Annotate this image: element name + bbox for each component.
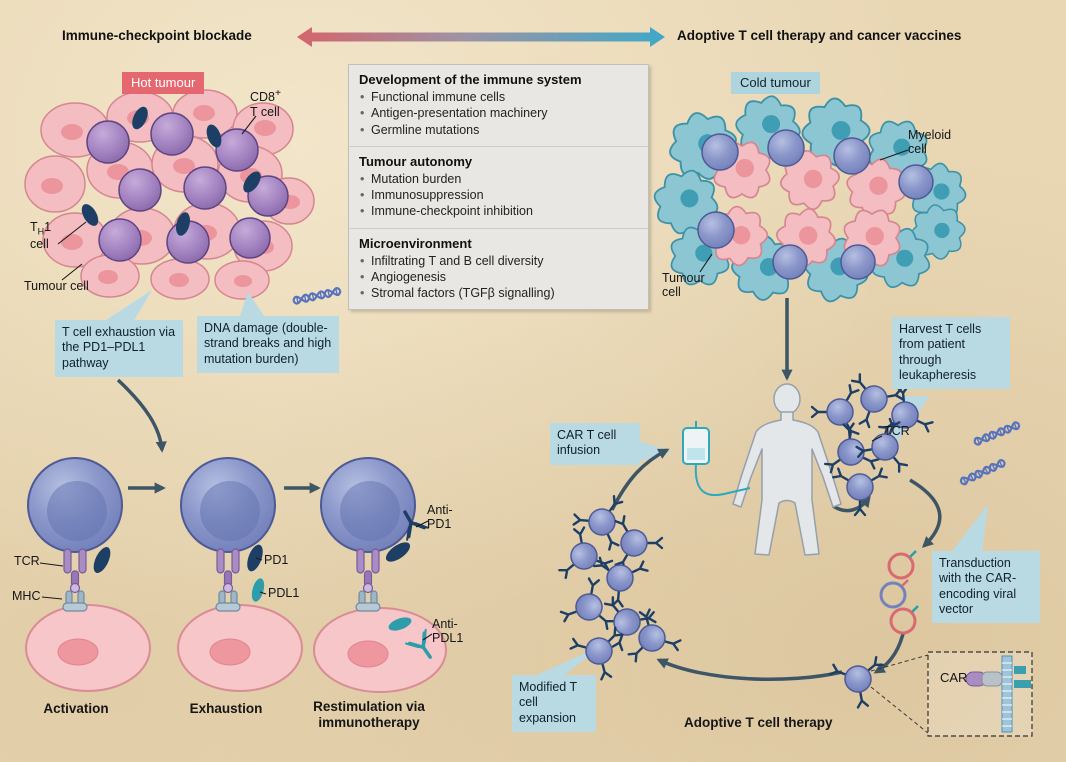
membrane (1001, 655, 1013, 733)
label-pointers (39, 115, 909, 641)
section-title-left: Immune-checkpoint blockade (62, 28, 252, 43)
tcr-stage-label: TCR (14, 554, 40, 568)
bullet-item: Infiltrating T and B cell diversity (359, 253, 638, 270)
panel-section-autonomy: Tumour autonomy Mutation burden Immunosu… (349, 145, 648, 228)
adoptive-therapy-label: Adoptive T cell therapy (684, 715, 833, 730)
pd1-receptor (93, 547, 111, 573)
immune-factors-panel: Development of the immune system Functio… (348, 64, 649, 311)
section-heading: Microenvironment (359, 235, 472, 251)
hot-tumour-tag: Hot tumour (122, 72, 205, 94)
stage-label-activation: Activation (43, 701, 109, 716)
stage-label-exhaustion: Exhaustion (189, 701, 263, 716)
bullet-item: Germline mutations (359, 122, 638, 139)
exhaustion-callout: T cell exhaustion via the PD1–PDL1 pathw… (55, 320, 183, 377)
pdl1-ligand (388, 617, 412, 631)
pdl1-ligand (251, 578, 265, 602)
bullet-item: Immune-checkpoint inhibition (359, 203, 638, 220)
spectrum-arrow (297, 27, 665, 47)
car-signalling-domain (1014, 680, 1031, 688)
expanded-car-t-cells (545, 488, 681, 683)
th1-cells (81, 106, 261, 236)
panel-section-microenvironment: Microenvironment Infiltrating T and B ce… (349, 227, 648, 310)
patient-figure (732, 383, 842, 556)
flow-arrows (116, 298, 942, 681)
th1-cell-label: TH1 cell (30, 220, 52, 251)
transduction-callout: Transduction with the CAR-encoding viral… (932, 551, 1040, 623)
harvest-callout: Harvest T cells from patient through leu… (892, 317, 1010, 389)
section-heading: Development of the immune system (359, 72, 582, 87)
bullet-item: Immunosuppression (359, 187, 638, 204)
tumour-cell-label-left: Tumour cell (24, 279, 89, 293)
dna-icon (958, 457, 1008, 488)
pd1-receptor (247, 544, 263, 572)
stage-activation (25, 457, 151, 692)
stage-exhaustion (177, 457, 303, 692)
mhc-label: MHC (12, 589, 41, 603)
car-spacer (981, 671, 1003, 687)
stage-restimulation (313, 457, 447, 693)
car-label: CAR (940, 670, 968, 685)
iv-bag (682, 421, 751, 497)
viral-vectors (879, 550, 919, 635)
tcr-label: TCR (884, 424, 910, 438)
expansion-callout: Modified T cell expansion (512, 675, 596, 732)
bullet-item: Functional immune cells (359, 89, 638, 106)
section-heading: Tumour autonomy (359, 153, 473, 169)
anti-pdl1-label: Anti-PDL1 (432, 617, 464, 646)
car-detail (870, 651, 1033, 737)
dna-icon (972, 419, 1022, 448)
cd8-t-cells (86, 112, 289, 264)
section-title-right: Adoptive T cell therapy and cancer vacci… (677, 28, 962, 43)
lymphocyte-cells (697, 129, 934, 280)
dna-icon (291, 285, 343, 306)
hot-tumour-cluster (24, 89, 315, 300)
car-detail-box (927, 651, 1033, 737)
dna-damage-callout: DNA damage (double-strand breaks and hig… (197, 316, 339, 373)
cd8-t-cell-label: CD8+ T cell (250, 88, 282, 119)
cold-tumour-tag: Cold tumour (731, 72, 820, 94)
pdl1-label: PDL1 (268, 586, 300, 600)
bullet-item: Angiogenesis (359, 269, 638, 286)
bullet-item: Mutation burden (359, 171, 638, 188)
pd1-receptor (385, 542, 411, 562)
car-signalling-domain (1014, 666, 1026, 674)
cold-tumour-cluster (651, 91, 974, 308)
anti-pd1-label: Anti-PD1 (427, 503, 453, 532)
bullet-item: Stromal factors (TGFβ signalling) (359, 285, 638, 302)
panel-section-development: Development of the immune system Functio… (349, 65, 648, 146)
infusion-callout: CAR T cell infusion (550, 423, 640, 465)
pd1-label: PD1 (264, 553, 289, 567)
bullet-item: Antigen-presentation machinery (359, 105, 638, 122)
iv-line (694, 463, 751, 497)
